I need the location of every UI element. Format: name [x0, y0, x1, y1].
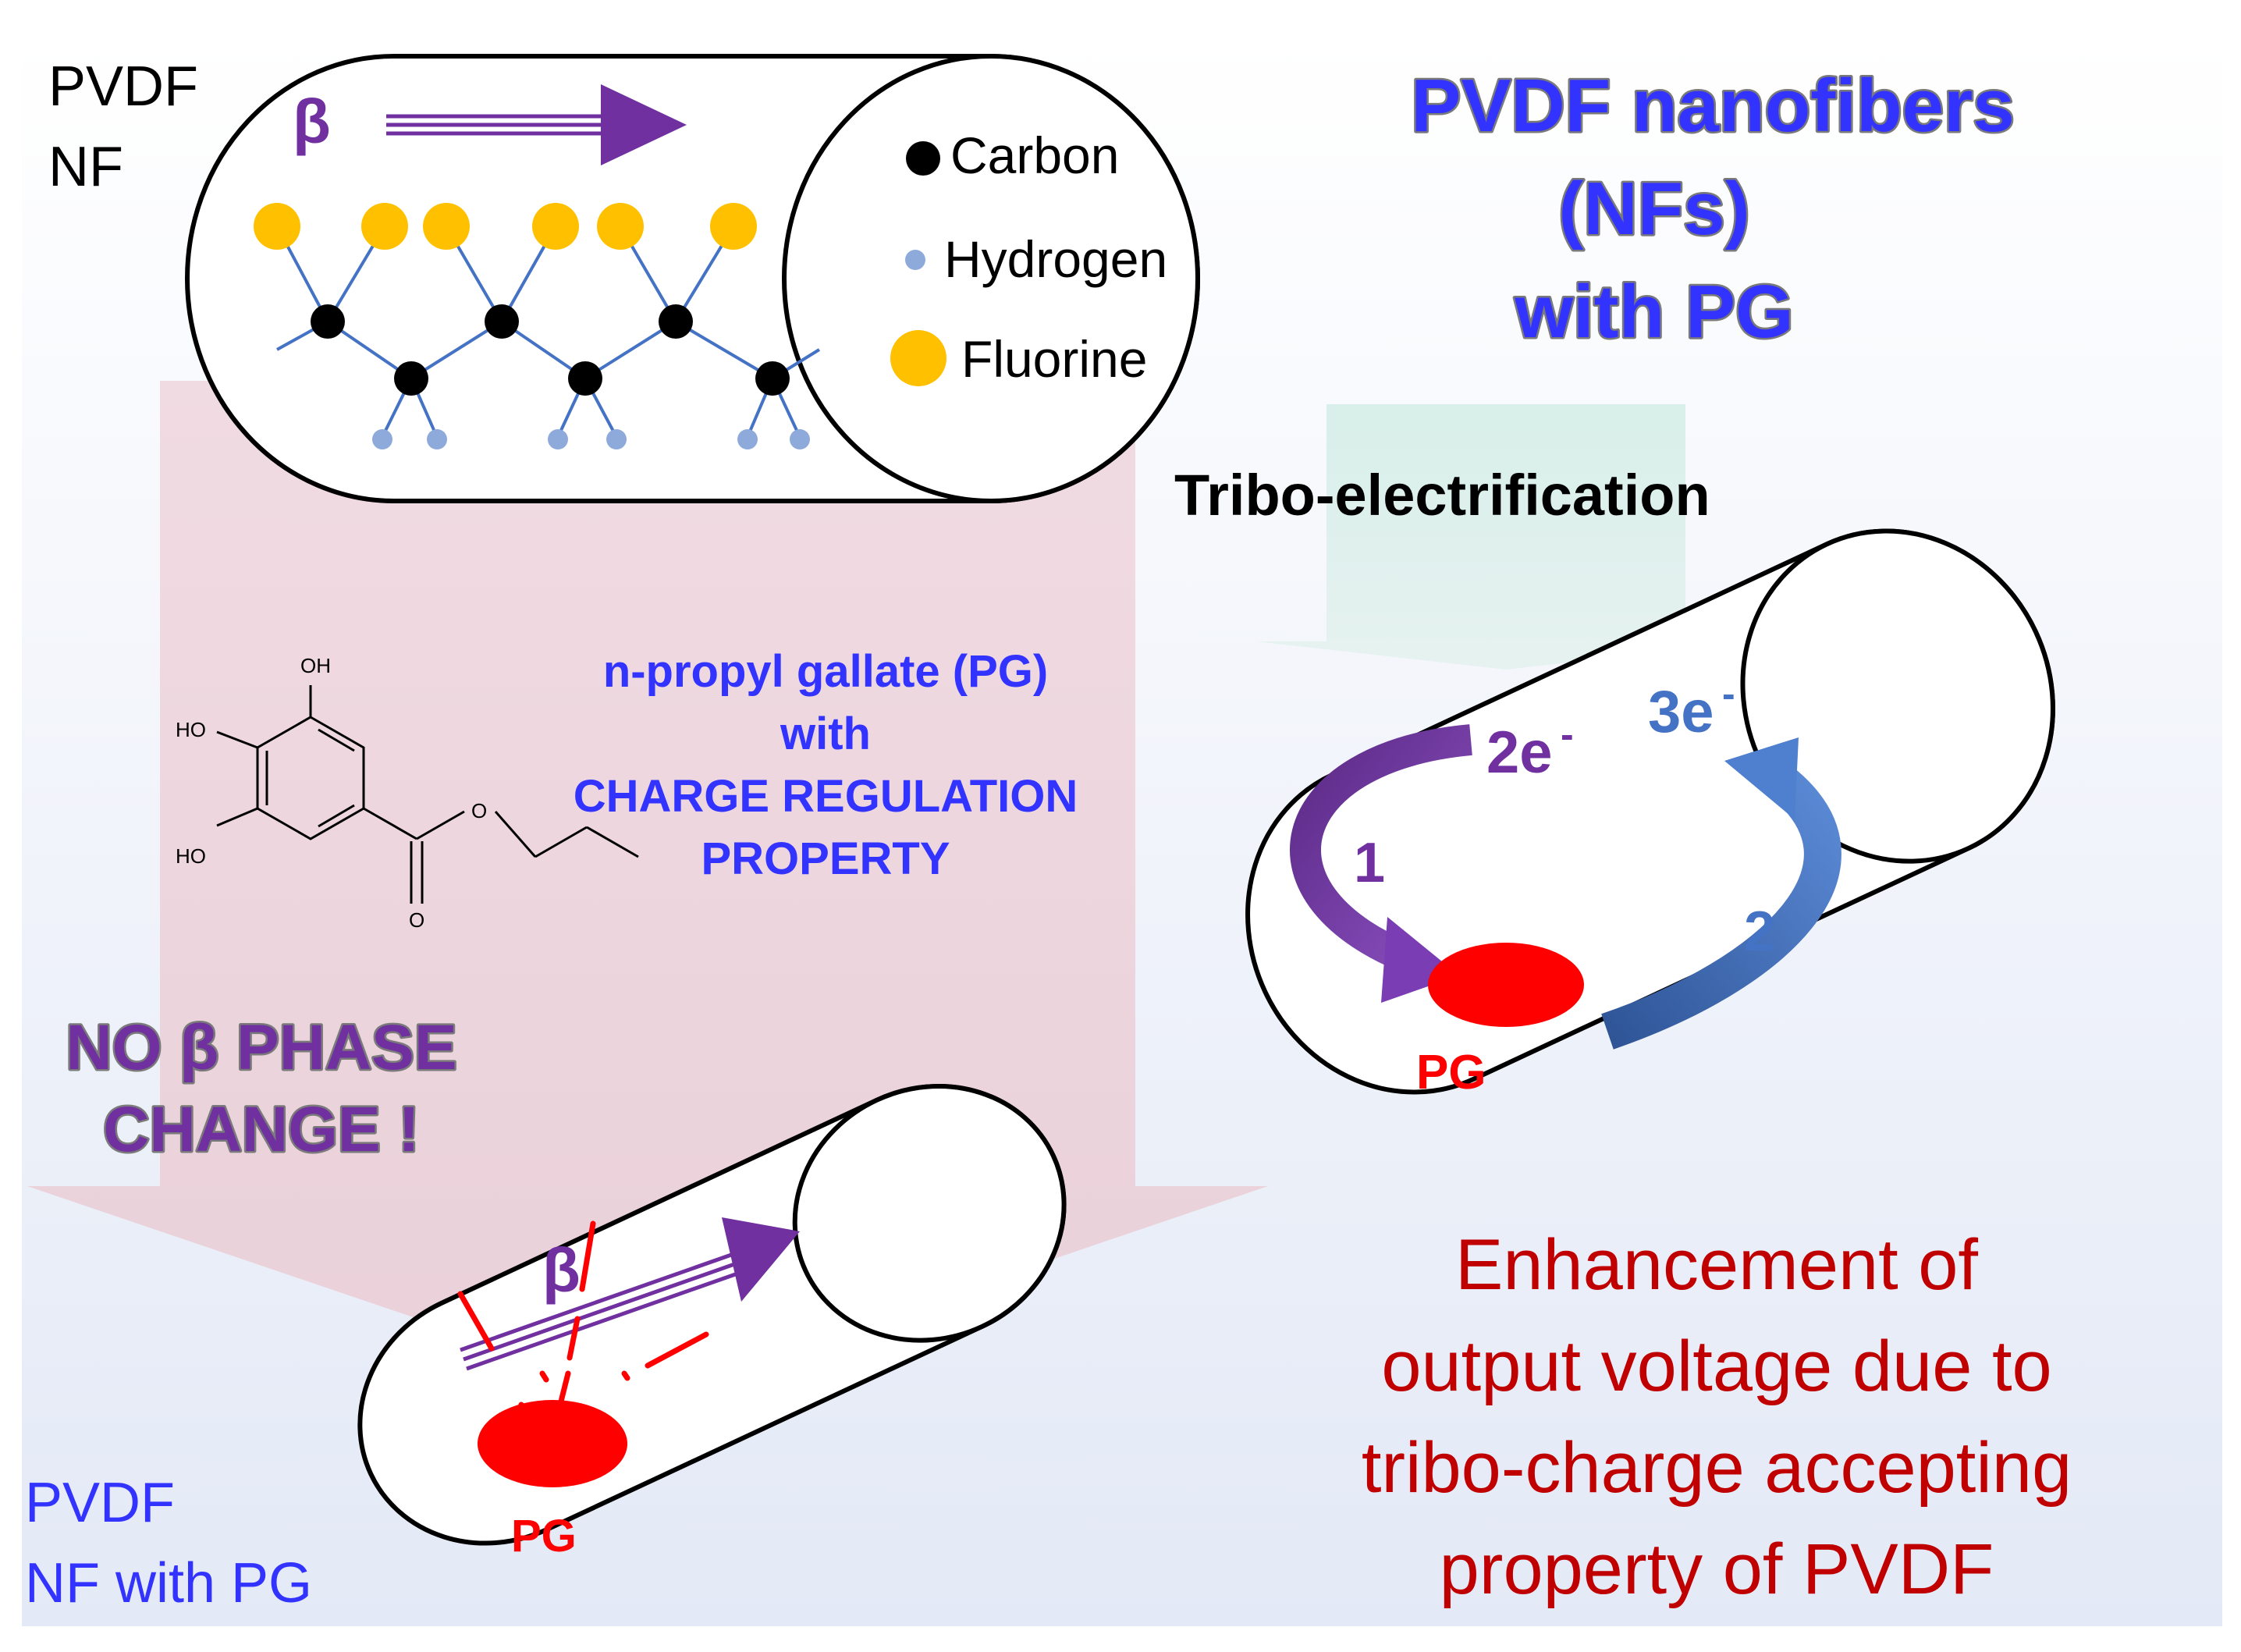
fluorine-dot-icon: [890, 330, 946, 386]
ester-oxygen-label: O: [471, 799, 487, 822]
pg-desc-line4: PROPERTY: [701, 833, 950, 884]
top-fiber-end: [782, 54, 1200, 503]
right-pg-label: PG: [1416, 1046, 1486, 1100]
conclusion-line4: property of PVDF: [1440, 1529, 1994, 1609]
pvdf-nf-with-pg-line2: NF with PG: [25, 1552, 312, 1615]
bottom-fiber-end: [792, 1084, 1067, 1343]
pg-desc-line2: with: [780, 709, 871, 759]
hydrogen-atoms: [372, 429, 810, 449]
pg-desc-line3: CHARGE REGULATION: [574, 771, 1078, 822]
bottom-pg-label: PG: [511, 1511, 577, 1561]
molecule-labels: OH HO HO O O: [176, 654, 487, 932]
right-fiber: [1245, 528, 2055, 1095]
tribo-electrification-label: Tribo-electrification: [1174, 463, 1710, 528]
pvdf-nf-label-line1: PVDF: [48, 55, 198, 118]
carbonyl-oxygen-label: O: [409, 908, 424, 932]
legend-fluorine: Fluorine: [961, 330, 1147, 388]
legend-hydrogen: Hydrogen: [944, 230, 1167, 288]
carbon-dot-icon: [906, 141, 940, 176]
top-beta-symbol: β: [293, 87, 331, 156]
atom-legend: Carbon Hydrogen Fluorine: [890, 126, 1167, 388]
pvdf-nf-with-pg-line1: PVDF: [25, 1472, 175, 1534]
title-line3: with PG: [1514, 270, 1793, 353]
conclusion-line1: Enhancement of: [1455, 1225, 1978, 1305]
bottom-beta-symbol: β: [542, 1235, 581, 1305]
disrupted-beta-arrow: [460, 1217, 800, 1371]
no-beta-line2: CHANGE !: [103, 1094, 419, 1165]
pg-description: n-propyl gallate (PG) with CHARGE REGULA…: [574, 646, 1078, 884]
propyl-gallate-structure: [216, 685, 639, 904]
carbon-atoms: [311, 304, 790, 396]
hydrogen-dot-icon: [905, 250, 925, 270]
conclusion-line3: tribo-charge accepting: [1362, 1428, 2072, 1508]
conclusion-text: Enhancement of output voltage due to tri…: [1362, 1225, 2072, 1609]
legend-carbon: Carbon: [950, 126, 1119, 184]
electrons-2e-label: 2e: [1486, 719, 1553, 786]
bottom-pg-blob: [478, 1400, 627, 1487]
right-pg-blob: [1428, 943, 1584, 1027]
electrons-3e-label: 3e: [1648, 679, 1714, 745]
green-down-arrow: [1256, 404, 1756, 670]
conclusion-line2: output voltage due to: [1381, 1327, 2051, 1406]
blue-transfer-arrow: [1601, 737, 1841, 1050]
title-line1: PVDF nanofibers: [1411, 64, 2014, 147]
beta-arrow: [386, 84, 687, 165]
electrons-2e: 2e -: [1486, 712, 1574, 786]
ho-mid-label: HO: [176, 718, 206, 741]
top-fiber: β: [185, 54, 1200, 503]
step-1-label: 1: [1354, 832, 1385, 894]
pg-desc-line1: n-propyl gallate (PG): [603, 646, 1048, 697]
electrons-2e-superscript: -: [1561, 712, 1574, 756]
electrons-3e: 3e -: [1648, 672, 1735, 745]
oh-top-label: OH: [300, 654, 331, 677]
electrons-3e-superscript: -: [1722, 672, 1735, 716]
no-beta-line1: NO β PHASE: [66, 1012, 456, 1083]
no-beta-phase-change: NO β PHASE CHANGE !: [64, 1011, 459, 1167]
fluorine-atoms: [254, 203, 757, 250]
title-line2: (NFs): [1558, 167, 1749, 250]
main-title: PVDF nanofibers (NFs) with PG: [1409, 62, 2016, 356]
pvdf-nf-label-line2: NF: [48, 136, 123, 198]
ho-low-label: HO: [176, 844, 206, 868]
step-2-label: 2: [1744, 901, 1775, 963]
